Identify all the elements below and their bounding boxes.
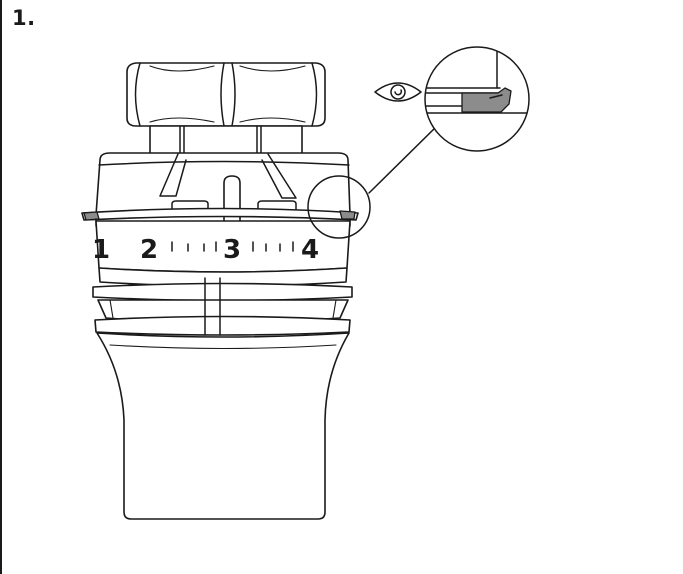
lower-sleeve	[96, 332, 350, 520]
detail-marker-circle	[307, 175, 371, 239]
neck	[149, 125, 303, 155]
scale-band: 1 2 3 4	[92, 220, 351, 273]
clip-ring	[81, 207, 359, 227]
scale-label-2: 2	[140, 235, 158, 265]
detail-leader-line	[368, 124, 439, 194]
eye-icon	[374, 82, 422, 102]
scale-label-1: 1	[92, 235, 110, 265]
magnified-detail	[424, 46, 530, 152]
step-number: 1.	[12, 6, 36, 30]
scale-label-3: 3	[223, 235, 241, 265]
scale-label-4: 4	[301, 235, 319, 265]
hex-nut	[126, 62, 326, 127]
ribbed-collar	[92, 267, 353, 336]
scale-ticks	[171, 241, 294, 252]
left-border-line	[0, 0, 2, 574]
